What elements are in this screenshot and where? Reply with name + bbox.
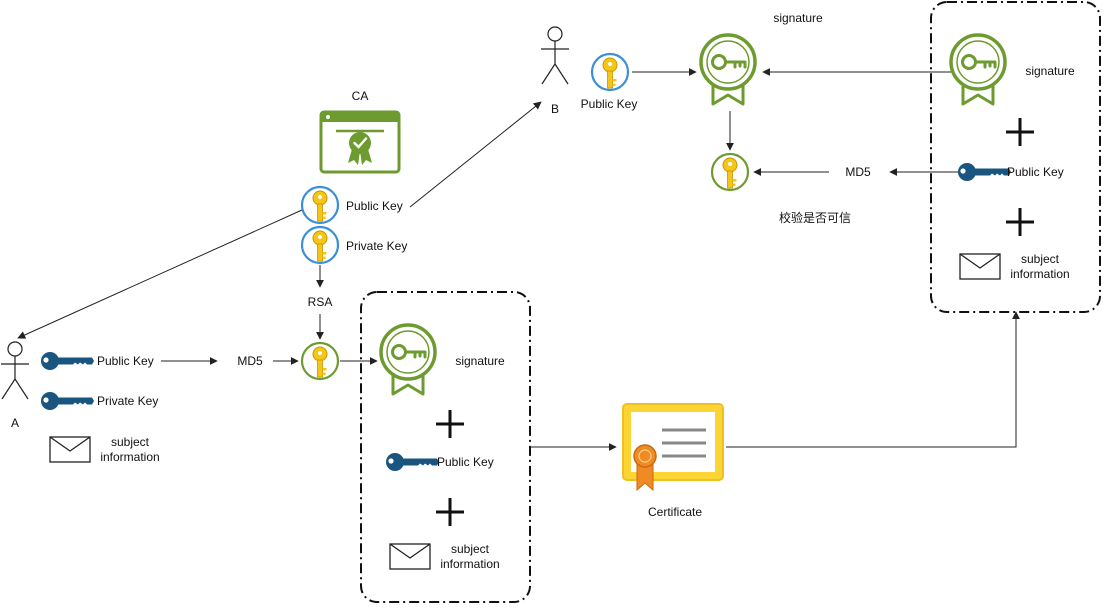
- verify-signature-badge-icon: [699, 33, 757, 106]
- ca-public-key-icon: [300, 185, 340, 225]
- ca-private-key-label: Private Key: [346, 239, 407, 253]
- actor-a-envelope-icon: [49, 436, 91, 463]
- actor-a-private-key-label: Private Key: [97, 394, 158, 408]
- bundle-b-container: [930, 1, 1101, 313]
- connector-ca-to-actor-a: [17, 209, 303, 339]
- actor-a-label: A: [11, 416, 19, 430]
- ca-private-key-icon: [300, 225, 340, 265]
- verify-md5-label: MD5: [845, 165, 871, 179]
- actor-b-public-key-label: Public Key: [581, 97, 638, 111]
- verify-signature-label: signature: [773, 11, 823, 25]
- actor-a-subject-line1: subject: [111, 435, 150, 449]
- actor-a-public-key-icon: [41, 352, 94, 370]
- encrypted-key-icon: [300, 341, 340, 381]
- bundle-a-plus-icon-2: [434, 496, 466, 528]
- bundle-b-public-key-label: Public Key: [1007, 165, 1064, 179]
- bundle-b-signature-badge-icon: [949, 33, 1007, 106]
- actor-a-public-key-label: Public Key: [97, 354, 154, 368]
- bundle-a-public-key-label: Public Key: [437, 455, 494, 469]
- bundle-a-envelope-icon: [389, 543, 431, 570]
- connector-certificate-to-bundle-b: [726, 311, 1020, 448]
- connector-ca-to-actor-b: [409, 101, 542, 208]
- bundle-a-subject-line1: subject: [451, 542, 490, 556]
- bundle-b-public-key-icon: [958, 163, 1011, 181]
- bundle-b-subject-line1: subject: [1021, 252, 1060, 266]
- md5-a-label: MD5: [237, 354, 263, 368]
- bundle-a-plus-icon-1: [434, 408, 466, 440]
- bundle-a-container: [360, 291, 531, 603]
- rsa-label: RSA: [308, 295, 333, 309]
- ca-public-key-label: Public Key: [346, 199, 403, 213]
- actor-a-private-key-icon: [41, 392, 94, 410]
- bundle-a-signature-label: signature: [455, 354, 505, 368]
- certificate-label: Certificate: [648, 505, 702, 519]
- bundle-b-subject-line2: information: [1010, 267, 1069, 281]
- bundle-a-subject-line2: information: [440, 557, 499, 571]
- bundle-b-envelope-icon: [959, 253, 1001, 280]
- certificate-award-icon: [622, 403, 724, 492]
- actor-b-icon: [540, 26, 570, 85]
- bundle-a-public-key-icon: [386, 453, 439, 471]
- trust-check-label: 校验是否可信: [779, 210, 851, 225]
- bundle-b-plus-icon-2: [1004, 206, 1036, 238]
- actor-b-public-key-icon: [590, 52, 630, 92]
- bundle-b-plus-icon-1: [1004, 116, 1036, 148]
- actor-a-icon: [0, 341, 30, 400]
- bundle-a-signature-badge-icon: [379, 323, 437, 396]
- ca-label: CA: [352, 89, 369, 103]
- actor-a-subject-line2: information: [100, 450, 159, 464]
- verify-result-key-icon: [710, 152, 750, 192]
- ca-certificate-window-icon: [319, 110, 401, 174]
- bundle-b-signature-label: signature: [1025, 64, 1075, 78]
- actor-b-label: B: [551, 102, 559, 116]
